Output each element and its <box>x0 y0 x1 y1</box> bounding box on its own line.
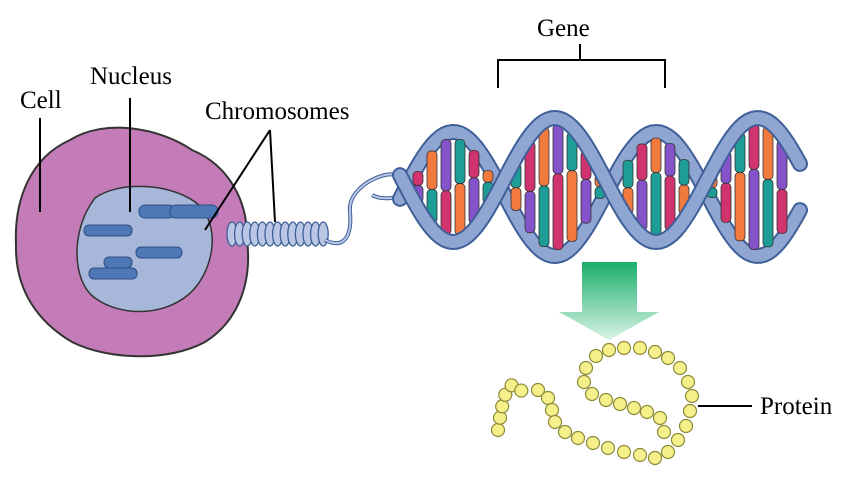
base-pair <box>440 190 452 235</box>
amino-acid-bead <box>612 396 628 412</box>
dna-backbone-front-fill <box>394 111 806 249</box>
base-pair <box>650 137 662 174</box>
chromatin-coil <box>226 221 329 247</box>
dna-helix <box>392 109 808 265</box>
base-pair <box>468 149 480 179</box>
base-pair <box>566 170 578 242</box>
chromosome <box>135 246 183 259</box>
base-pair <box>454 138 466 184</box>
base-pair <box>538 185 550 247</box>
amino-acid-bead <box>626 400 642 416</box>
amino-acid-bead <box>660 444 676 460</box>
base-pair <box>482 170 494 183</box>
base-pair <box>748 169 760 250</box>
base-pair <box>762 179 774 248</box>
base-pair <box>510 187 522 211</box>
dna-backbone-back-fill <box>394 125 806 263</box>
base-pair <box>650 172 662 237</box>
chromosome <box>83 224 133 237</box>
amino-acid-bead <box>540 390 556 406</box>
amino-acid-bead <box>652 410 668 426</box>
amino-acid-bead <box>576 374 592 390</box>
amino-acid-bead <box>616 444 632 460</box>
amino-acid-bead <box>598 392 614 408</box>
down-arrow <box>559 262 659 340</box>
base-pair <box>552 173 564 251</box>
amino-acid-bead <box>588 348 604 364</box>
base-pair <box>664 143 676 177</box>
amino-acid-bead <box>656 424 672 440</box>
amino-acid-bead <box>684 388 700 404</box>
amino-acid-bead <box>670 432 686 448</box>
amino-acid-bead <box>647 344 663 360</box>
leader-lines <box>39 44 752 407</box>
protein-label: Protein <box>760 393 833 420</box>
amino-acid-bead <box>547 414 563 430</box>
chromosomes-pointer <box>269 129 276 223</box>
amino-acid-bead <box>530 382 546 398</box>
base-pair <box>552 123 564 175</box>
amino-acid-bead <box>682 403 698 419</box>
base-pair <box>678 159 690 186</box>
cell-label: Cell <box>20 87 62 114</box>
amino-acid-bead <box>557 424 573 440</box>
amino-acid-bead <box>514 383 529 398</box>
base-pair <box>426 150 438 190</box>
amino-acid-bead <box>616 340 632 356</box>
amino-acid-bead <box>578 360 594 376</box>
amino-acid-bead <box>490 422 506 438</box>
amino-acid-bead <box>570 430 586 446</box>
amino-acid-bead <box>495 399 510 414</box>
gene-label: Gene <box>537 15 590 42</box>
base-pair <box>454 183 466 236</box>
chromosomes-label: Chromosomes <box>205 98 349 125</box>
base-pair <box>762 126 774 180</box>
amino-acid-bead <box>632 447 648 463</box>
base-pair <box>622 159 634 189</box>
base-pair <box>720 182 732 223</box>
amino-acid-bead <box>584 386 600 402</box>
amino-acid-bead <box>585 435 601 451</box>
chromosomes-pointer <box>204 129 271 231</box>
base-pair <box>524 191 536 234</box>
gene-bracket <box>497 44 666 88</box>
nucleus-label: Nucleus <box>90 63 172 90</box>
base-pair <box>734 172 746 242</box>
base-pair <box>538 127 550 187</box>
amino-acid-bead <box>601 342 617 358</box>
base-pair <box>748 124 760 170</box>
amino-acid-bead <box>492 410 508 425</box>
chromosome <box>88 267 138 280</box>
base-pair <box>636 143 648 181</box>
amino-acid-bead <box>600 440 616 456</box>
amino-acid-bead <box>639 404 655 420</box>
amino-acid-bead <box>660 350 676 366</box>
base-pair <box>776 189 788 234</box>
amino-acid-bead <box>678 418 694 434</box>
chromosome <box>103 256 133 269</box>
chromosome <box>169 204 219 219</box>
amino-acid-bead <box>672 360 688 376</box>
amino-acid-bead <box>544 402 560 418</box>
amino-acid-bead <box>680 374 696 390</box>
base-pair <box>440 139 452 192</box>
chromosome-group <box>83 204 219 280</box>
amino-acid-bead <box>632 340 648 356</box>
amino-acid-bead <box>647 450 663 466</box>
base-pair <box>412 170 424 186</box>
protein-chain <box>490 340 700 466</box>
base-pair <box>580 179 592 224</box>
